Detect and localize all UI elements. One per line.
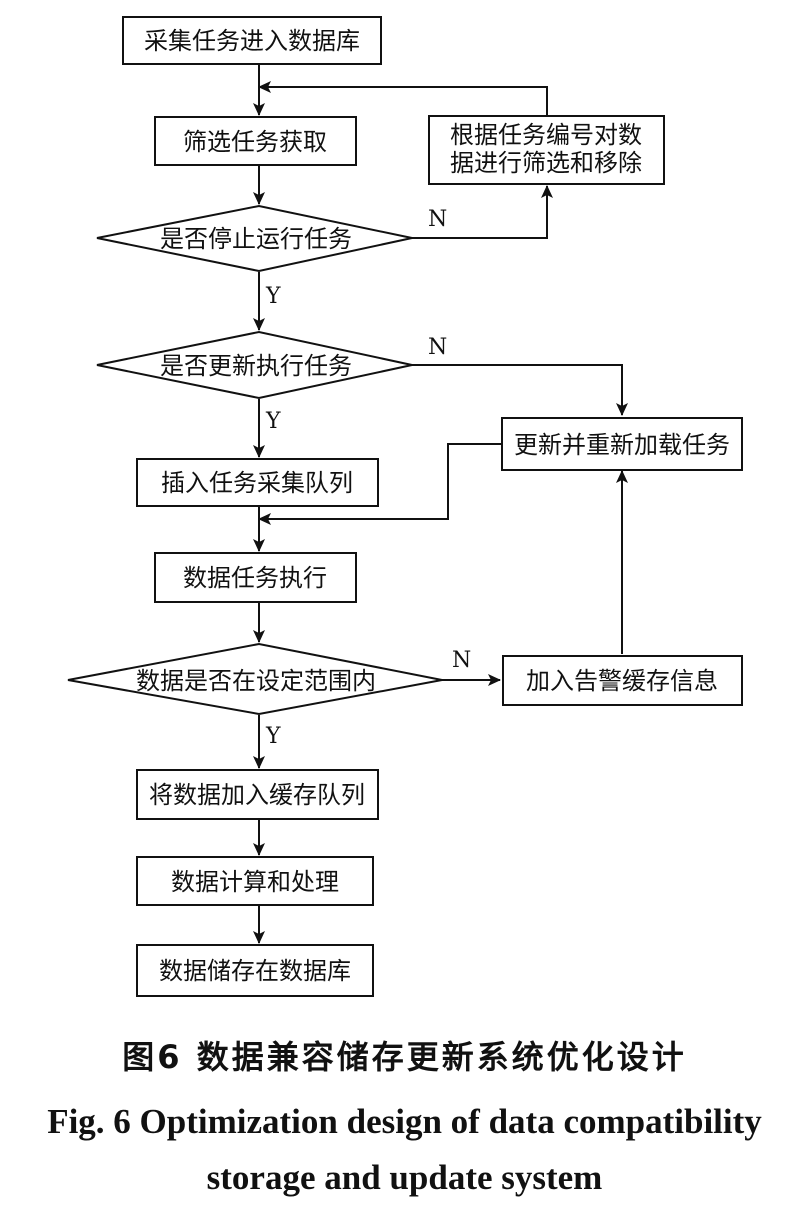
flowchart: N Y N Y N Y 采集任务进入数据库 筛选任务获取 根据任务编号对数 据进… (67, 16, 743, 997)
node-stop-decision: 是否停止运行任务 (96, 204, 413, 273)
node-store-text: 数据储存在数据库 (159, 957, 351, 985)
node-compute-box (136, 856, 374, 906)
node-range-decision: 数据是否在设定范围内 (67, 642, 443, 716)
node-filter-text: 筛选任务获取 (183, 128, 327, 156)
label-update-yes: Y (265, 409, 281, 434)
node-alarm-text: 加入告警缓存信息 (526, 667, 718, 695)
node-store: 数据储存在数据库 (136, 944, 374, 997)
node-filter-box (154, 116, 357, 166)
node-collect-text: 采集任务进入数据库 (144, 27, 360, 55)
node-filter: 筛选任务获取 (154, 116, 357, 166)
node-reload-box (501, 417, 743, 471)
node-stop-decision-text: 是否停止运行任务 (160, 225, 352, 253)
label-range-no: N (452, 648, 471, 673)
label-range-yes: Y (265, 724, 281, 749)
edge-labels: N Y N Y N Y (265, 207, 471, 749)
node-cache-queue: 将数据加入缓存队列 (136, 769, 379, 820)
node-collect: 采集任务进入数据库 (122, 16, 382, 65)
node-insert-queue-box (136, 458, 379, 507)
node-range-decision-text: 数据是否在设定范围内 (136, 667, 376, 695)
node-execute-text: 数据任务执行 (183, 564, 327, 592)
node-compute-text: 数据计算和处理 (171, 868, 339, 896)
node-remove: 根据任务编号对数 据进行筛选和移除 (428, 115, 665, 185)
node-insert-queue: 插入任务采集队列 (136, 458, 379, 507)
node-update-decision: 是否更新执行任务 (96, 330, 413, 400)
caption-chinese: 图6 数据兼容储存更新系统优化设计 (122, 1038, 687, 1076)
node-remove-box (428, 115, 665, 185)
edges (253, 65, 628, 944)
label-stop-yes: Y (265, 284, 281, 309)
node-compute: 数据计算和处理 (136, 856, 374, 906)
caption-english-line2: storage and update system (206, 1158, 603, 1197)
node-range-decision-diamond (67, 642, 443, 716)
node-cache-queue-text: 将数据加入缓存队列 (149, 781, 365, 809)
node-cache-queue-box (136, 769, 379, 820)
node-store-box (136, 944, 374, 997)
node-stop-decision-diamond (96, 204, 413, 273)
node-collect-box (122, 16, 382, 65)
node-insert-queue-text: 插入任务采集队列 (161, 469, 353, 497)
edge-stop-no (412, 185, 553, 239)
node-reload: 更新并重新加载任务 (501, 417, 743, 471)
node-execute-box (154, 552, 357, 603)
caption-english-line1: Fig. 6 Optimization design of data compa… (47, 1102, 762, 1141)
node-reload-text: 更新并重新加载任务 (514, 431, 730, 459)
edge-reload-to-execute (258, 443, 502, 525)
node-alarm: 加入告警缓存信息 (502, 655, 743, 706)
label-stop-no: N (428, 207, 447, 232)
edge-update-no (412, 364, 628, 416)
node-alarm-box (502, 655, 743, 706)
label-update-no: N (428, 335, 447, 360)
node-remove-text-line2: 据进行筛选和移除 (450, 149, 642, 177)
edge-remove-loop-back (258, 81, 548, 116)
node-update-decision-text: 是否更新执行任务 (160, 352, 352, 380)
node-remove-text-line1: 根据任务编号对数 (450, 121, 642, 149)
node-update-decision-diamond (96, 330, 413, 400)
node-execute: 数据任务执行 (154, 552, 357, 603)
